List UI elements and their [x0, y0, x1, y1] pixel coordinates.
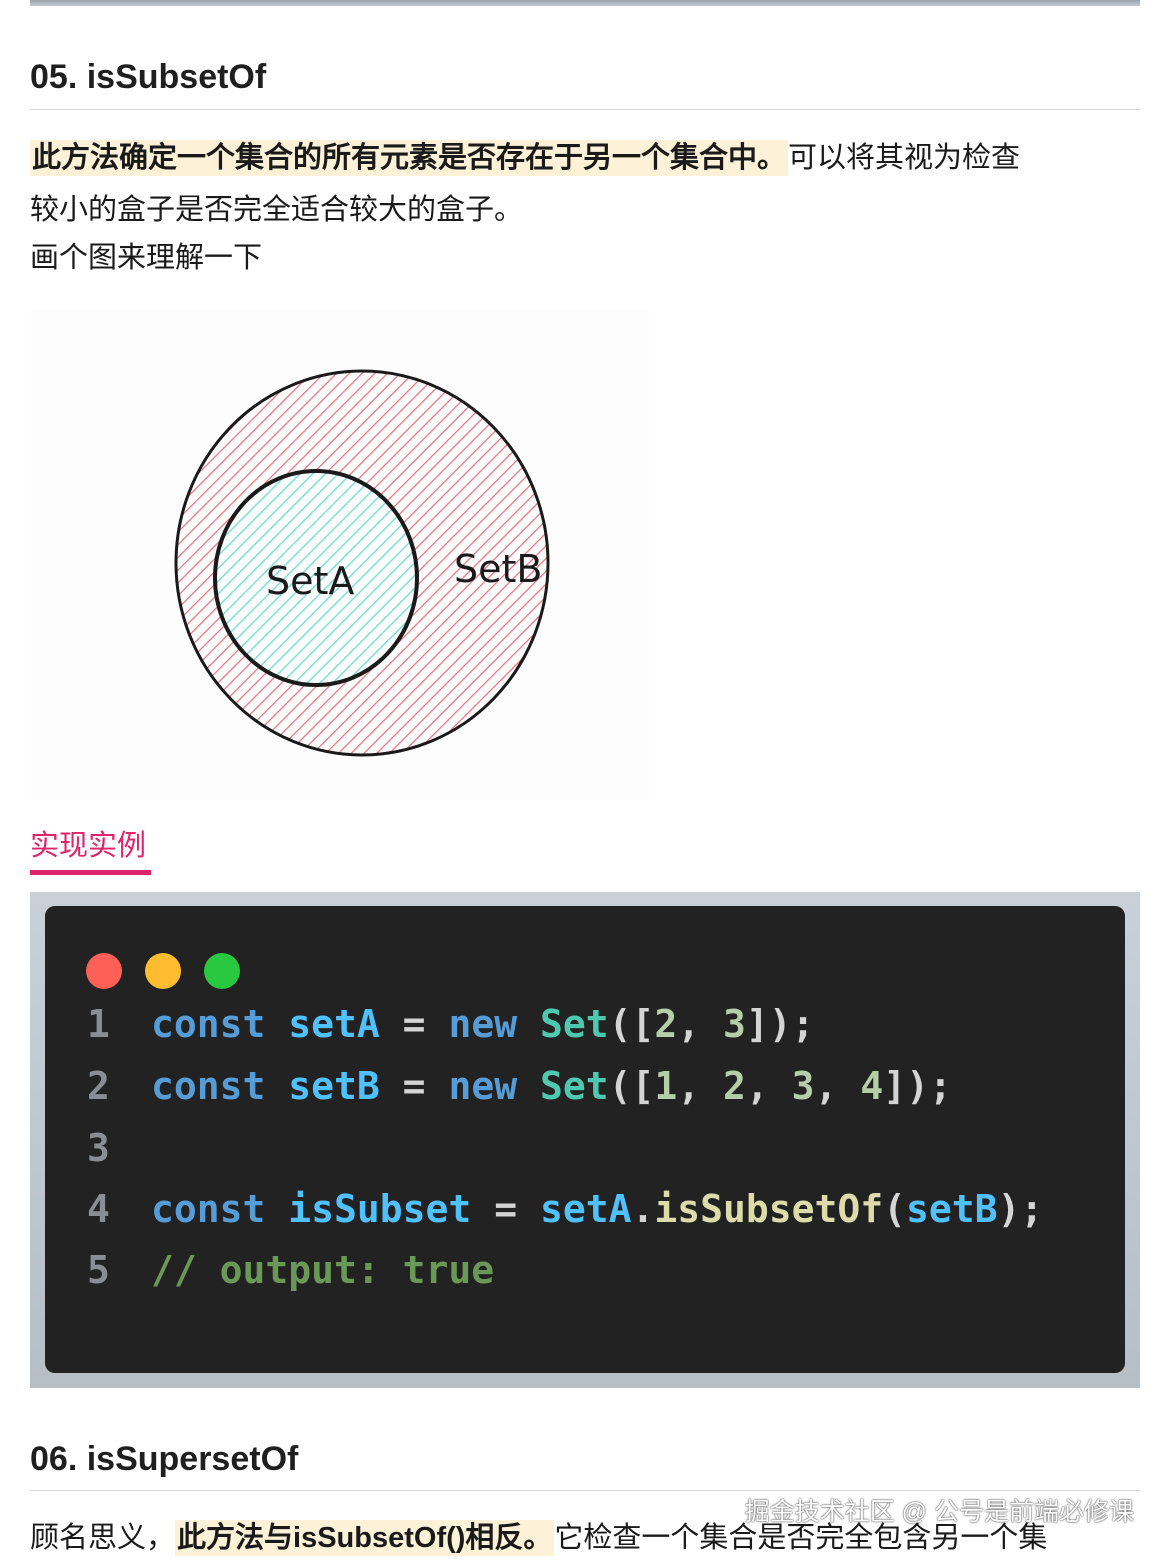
code-token: 3	[723, 1002, 746, 1046]
line-number: 4	[87, 1187, 110, 1231]
paragraph-line: 较小的盒子是否完全适合较大的盒子。	[30, 194, 524, 226]
code-line: 2 const setB = new Set([1, 2, 3, 4]);	[87, 1064, 952, 1108]
line-number: 1	[87, 1002, 110, 1046]
code-token: ,	[814, 1064, 861, 1108]
seta-label: SetA	[266, 559, 354, 603]
code-token: new	[448, 1064, 540, 1108]
code-token: ([	[608, 1064, 655, 1108]
section-heading-issupersetof: 06. isSupersetOf	[30, 1440, 299, 1478]
code-token: new	[448, 1002, 540, 1046]
text: 它检查一个集合是否完全包含另一个集	[554, 1522, 1048, 1554]
close-dot-icon	[86, 953, 122, 989]
code-token: =	[471, 1187, 540, 1231]
code-token: 2	[723, 1064, 746, 1108]
paragraph-description: 此方法确定一个集合的所有元素是否存在于另一个集合中。可以将其视为检查	[30, 133, 1140, 183]
code-token: const	[151, 1187, 289, 1231]
code-token: setB	[906, 1187, 998, 1231]
code-token: 2	[654, 1002, 678, 1046]
minimize-dot-icon	[145, 953, 181, 989]
seta-circle	[213, 469, 419, 687]
code-token: .	[631, 1187, 655, 1231]
setb-label: SetB	[454, 547, 542, 591]
code-token: ,	[677, 1002, 724, 1046]
watermark: 掘金技术社区 @ 公号是前端必修课	[744, 1498, 1134, 1526]
code-token: Set	[539, 1064, 609, 1108]
code-token: isSubsetOf	[654, 1187, 884, 1231]
code-token: setA	[539, 1187, 632, 1231]
line-number: 2	[87, 1064, 110, 1108]
code-line: 3	[87, 1126, 151, 1170]
code-token: ,	[677, 1064, 724, 1108]
heading-divider	[30, 1490, 1140, 1491]
code-token: Set	[539, 1002, 609, 1046]
code-token: setB	[288, 1064, 380, 1108]
highlighted-text: 此方法确定一个集合的所有元素是否存在于另一个集合中。	[30, 140, 789, 176]
venn-diagram-subset: SetA SetB	[30, 310, 650, 800]
example-heading-underline	[30, 870, 151, 875]
code-line: 4 const isSubset = setA.isSubsetOf(setB);	[87, 1187, 1043, 1231]
code-token: const	[151, 1002, 289, 1046]
code-token: 3	[791, 1064, 815, 1108]
code-token: ,	[745, 1064, 792, 1108]
code-line: 1 const setA = new Set([2, 3]);	[87, 1002, 815, 1046]
code-token: =	[379, 1064, 449, 1108]
line-number: 3	[87, 1126, 110, 1170]
text: 可以将其视为检查	[788, 142, 1021, 174]
code-line: 5 // output: true	[87, 1248, 494, 1292]
section-heading-issubsetof: 05. isSubsetOf	[30, 58, 267, 96]
paragraph-description: 顾名思义，此方法与isSubsetOf()相反。它检查一个集合是否完全包含另一个…	[30, 1513, 1140, 1563]
code-token: ([	[608, 1002, 655, 1046]
highlighted-text: 此方法与isSubsetOf()相反。	[175, 1520, 555, 1556]
maximize-dot-icon	[204, 953, 240, 989]
line-number: 5	[87, 1248, 110, 1292]
code-token: 4	[860, 1064, 884, 1108]
code-token: );	[997, 1187, 1044, 1231]
code-token: =	[379, 1002, 449, 1046]
heading-divider	[30, 109, 1140, 110]
text: 顾名思义，	[30, 1522, 176, 1554]
code-token: (	[883, 1187, 907, 1231]
code-token: ]);	[745, 1002, 815, 1046]
image-bottom-edge	[30, 0, 1140, 6]
code-token: 1	[654, 1064, 678, 1108]
code-token: // output: true	[151, 1248, 495, 1292]
paragraph-line: 画个图来理解一下	[30, 242, 263, 274]
code-token: isSubset	[288, 1187, 472, 1231]
example-heading: 实现实例	[30, 830, 147, 862]
code-token: setA	[288, 1002, 380, 1046]
code-token: ]);	[883, 1064, 952, 1108]
code-token: const	[151, 1064, 289, 1108]
